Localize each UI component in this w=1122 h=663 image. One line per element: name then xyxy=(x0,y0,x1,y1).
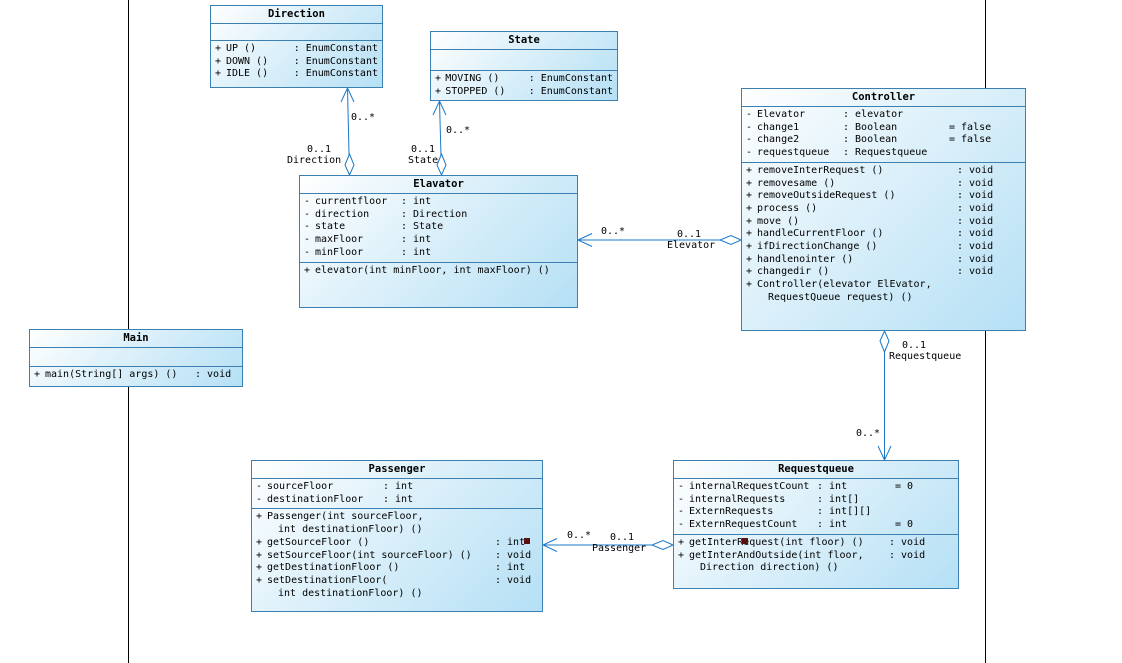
class-requestqueue[interactable]: Requestqueue -internalRequestCount: int=… xyxy=(673,460,959,589)
operation-row: +removeInterRequest (): void xyxy=(746,164,994,176)
mult-passenger-target: 0..* xyxy=(567,530,592,541)
operation-row: +getInterRequest(int floor) (): void xyxy=(678,536,926,548)
arrowhead-elevator xyxy=(576,233,593,247)
operation-row: +getInterAndOutside(int floor,: void xyxy=(678,549,926,561)
mult-direction-source: 0..1 xyxy=(306,144,332,155)
role-state: State xyxy=(408,155,439,166)
class-name: Elavator xyxy=(300,176,577,194)
mult-state-source: 0..1 xyxy=(410,144,436,155)
arrowhead-state xyxy=(432,99,447,116)
operations-section: +elevator(int minFloor, int maxFloor) () xyxy=(300,263,577,280)
operation-row: +STOPPED (): EnumConstant xyxy=(435,85,613,97)
aggregation-diamond-elevator-state xyxy=(436,152,447,177)
operation-row: +DOWN (): EnumConstant xyxy=(215,55,378,67)
operations-section: +UP (): EnumConstant +DOWN (): EnumConst… xyxy=(211,41,382,83)
class-elevator[interactable]: Elavator -currentfloor: int -direction: … xyxy=(299,175,578,308)
operation-row: int destinationFloor) () xyxy=(278,524,423,536)
selection-handle[interactable] xyxy=(742,538,748,544)
class-main[interactable]: Main +main(String[] args) (): void xyxy=(29,329,243,387)
operation-row: +move (): void xyxy=(746,215,994,227)
right-page-border xyxy=(985,0,986,663)
attribute-row: -ExternRequestCount: int= 0 xyxy=(678,519,914,531)
class-name: Passenger xyxy=(252,461,542,479)
attributes-section: -internalRequestCount: int= 0 -internalR… xyxy=(674,479,958,535)
aggregation-diamond-elevator-direction xyxy=(344,152,355,177)
operations-section: +Passenger(int sourceFloor, int destinat… xyxy=(252,509,542,602)
class-direction[interactable]: Direction +UP (): EnumConstant +DOWN ():… xyxy=(210,5,383,88)
operations-section: +getInterRequest(int floor) (): void +ge… xyxy=(674,535,958,577)
attribute-row: -direction: Direction xyxy=(304,208,468,220)
attribute-row: -currentfloor: int xyxy=(304,196,432,207)
attributes-section: -currentfloor: int -direction: Direction… xyxy=(300,194,577,263)
operation-row: +IDLE (): EnumConstant xyxy=(215,68,378,80)
attributes-section xyxy=(30,348,242,367)
attribute-row: -change1: Boolean= false xyxy=(746,121,992,133)
operation-row: +UP (): EnumConstant xyxy=(215,43,378,54)
operation-row: +main(String[] args) (): void xyxy=(34,369,232,380)
selection-handle[interactable] xyxy=(524,538,530,544)
mult-state-target: 0..* xyxy=(446,125,471,136)
class-state[interactable]: State +MOVING (): EnumConstant +STOPPED … xyxy=(430,31,618,101)
class-passenger[interactable]: Passenger -sourceFloor: int -destination… xyxy=(251,460,543,612)
operation-row: +handlenointer (): void xyxy=(746,253,994,265)
operation-row: +ifDirectionChange (): void xyxy=(746,241,994,253)
aggregation-diamond-requestqueue-passenger xyxy=(650,539,675,551)
arrowhead-direction xyxy=(340,86,355,103)
arrowhead-passenger xyxy=(541,538,558,552)
operation-row: +elevator(int minFloor, int maxFloor) () xyxy=(304,264,550,276)
operation-row: +changedir (): void xyxy=(746,266,994,278)
class-name: Direction xyxy=(211,6,382,24)
attribute-row: -state: State xyxy=(304,221,444,233)
aggregation-diamond-controller-requestqueue xyxy=(879,329,890,354)
attribute-row: -Elevator: elevator xyxy=(746,109,904,120)
role-passenger: Passenger xyxy=(592,543,647,554)
attribute-row: -requestqueue: Requestqueue xyxy=(746,147,928,159)
operations-section: +main(String[] args) (): void xyxy=(30,367,242,384)
operation-row: +handleCurrentFloor (): void xyxy=(746,228,994,240)
operation-row: RequestQueue request) () xyxy=(768,291,913,303)
operation-row: +removesame (): void xyxy=(746,177,994,189)
operation-row: +getDestinationFloor (): int xyxy=(256,562,526,574)
operation-row: +MOVING (): EnumConstant xyxy=(435,73,613,84)
mult-elevator-target: 0..* xyxy=(601,226,626,237)
class-name: Requestqueue xyxy=(674,461,958,479)
attributes-section xyxy=(211,24,382,41)
operation-row: Direction direction) () xyxy=(700,562,839,574)
operation-row: +setDestinationFloor(: void xyxy=(256,574,532,586)
mult-requestqueue-source: 0..1 xyxy=(901,340,927,351)
attribute-row: -internalRequests: int[] xyxy=(678,493,860,505)
operation-row: int destinationFloor) () xyxy=(278,587,423,599)
class-controller[interactable]: Controller -Elevator: elevator -change1:… xyxy=(741,88,1026,331)
attribute-row: -ExternRequests: int[][] xyxy=(678,506,872,518)
attribute-row: -minFloor: int xyxy=(304,246,432,258)
attribute-row: -sourceFloor: int xyxy=(256,481,414,492)
operation-row: +removeOutsideRequest (): void xyxy=(746,190,994,202)
operation-row: +getSourceFloor (): int xyxy=(256,536,526,548)
operation-row: +Controller(elevator ElEvator, xyxy=(746,279,932,291)
operations-section: +removeInterRequest (): void +removesame… xyxy=(742,163,1025,307)
aggregation-diamond-controller-elevator xyxy=(718,234,743,246)
attributes-section: -Elevator: elevator -change1: Boolean= f… xyxy=(742,107,1025,163)
attribute-row: -change2: Boolean= false xyxy=(746,134,992,146)
attribute-row: -maxFloor: int xyxy=(304,234,432,246)
operations-section: +MOVING (): EnumConstant +STOPPED (): En… xyxy=(431,71,617,100)
mult-passenger-source: 0..1 xyxy=(609,532,635,543)
mult-elevator-source: 0..1 xyxy=(676,229,702,240)
mult-direction-target: 0..* xyxy=(351,112,376,123)
attributes-section xyxy=(431,50,617,71)
class-name: State xyxy=(431,32,617,50)
class-name: Controller xyxy=(742,89,1025,107)
class-name: Main xyxy=(30,330,242,348)
operation-row: +process (): void xyxy=(746,202,994,214)
mult-requestqueue-target: 0..* xyxy=(856,428,881,439)
role-direction: Direction xyxy=(287,155,342,166)
role-elevator: Elevator xyxy=(667,240,716,251)
role-requestqueue: Requestqueue xyxy=(889,351,962,362)
attribute-row: -destinationFloor: int xyxy=(256,493,414,505)
operation-row: +setSourceFloor(int sourceFloor) (): voi… xyxy=(256,549,532,561)
attributes-section: -sourceFloor: int -destinationFloor: int xyxy=(252,479,542,510)
operation-row: +Passenger(int sourceFloor, xyxy=(256,511,424,523)
attribute-row: -internalRequestCount: int= 0 xyxy=(678,481,914,492)
